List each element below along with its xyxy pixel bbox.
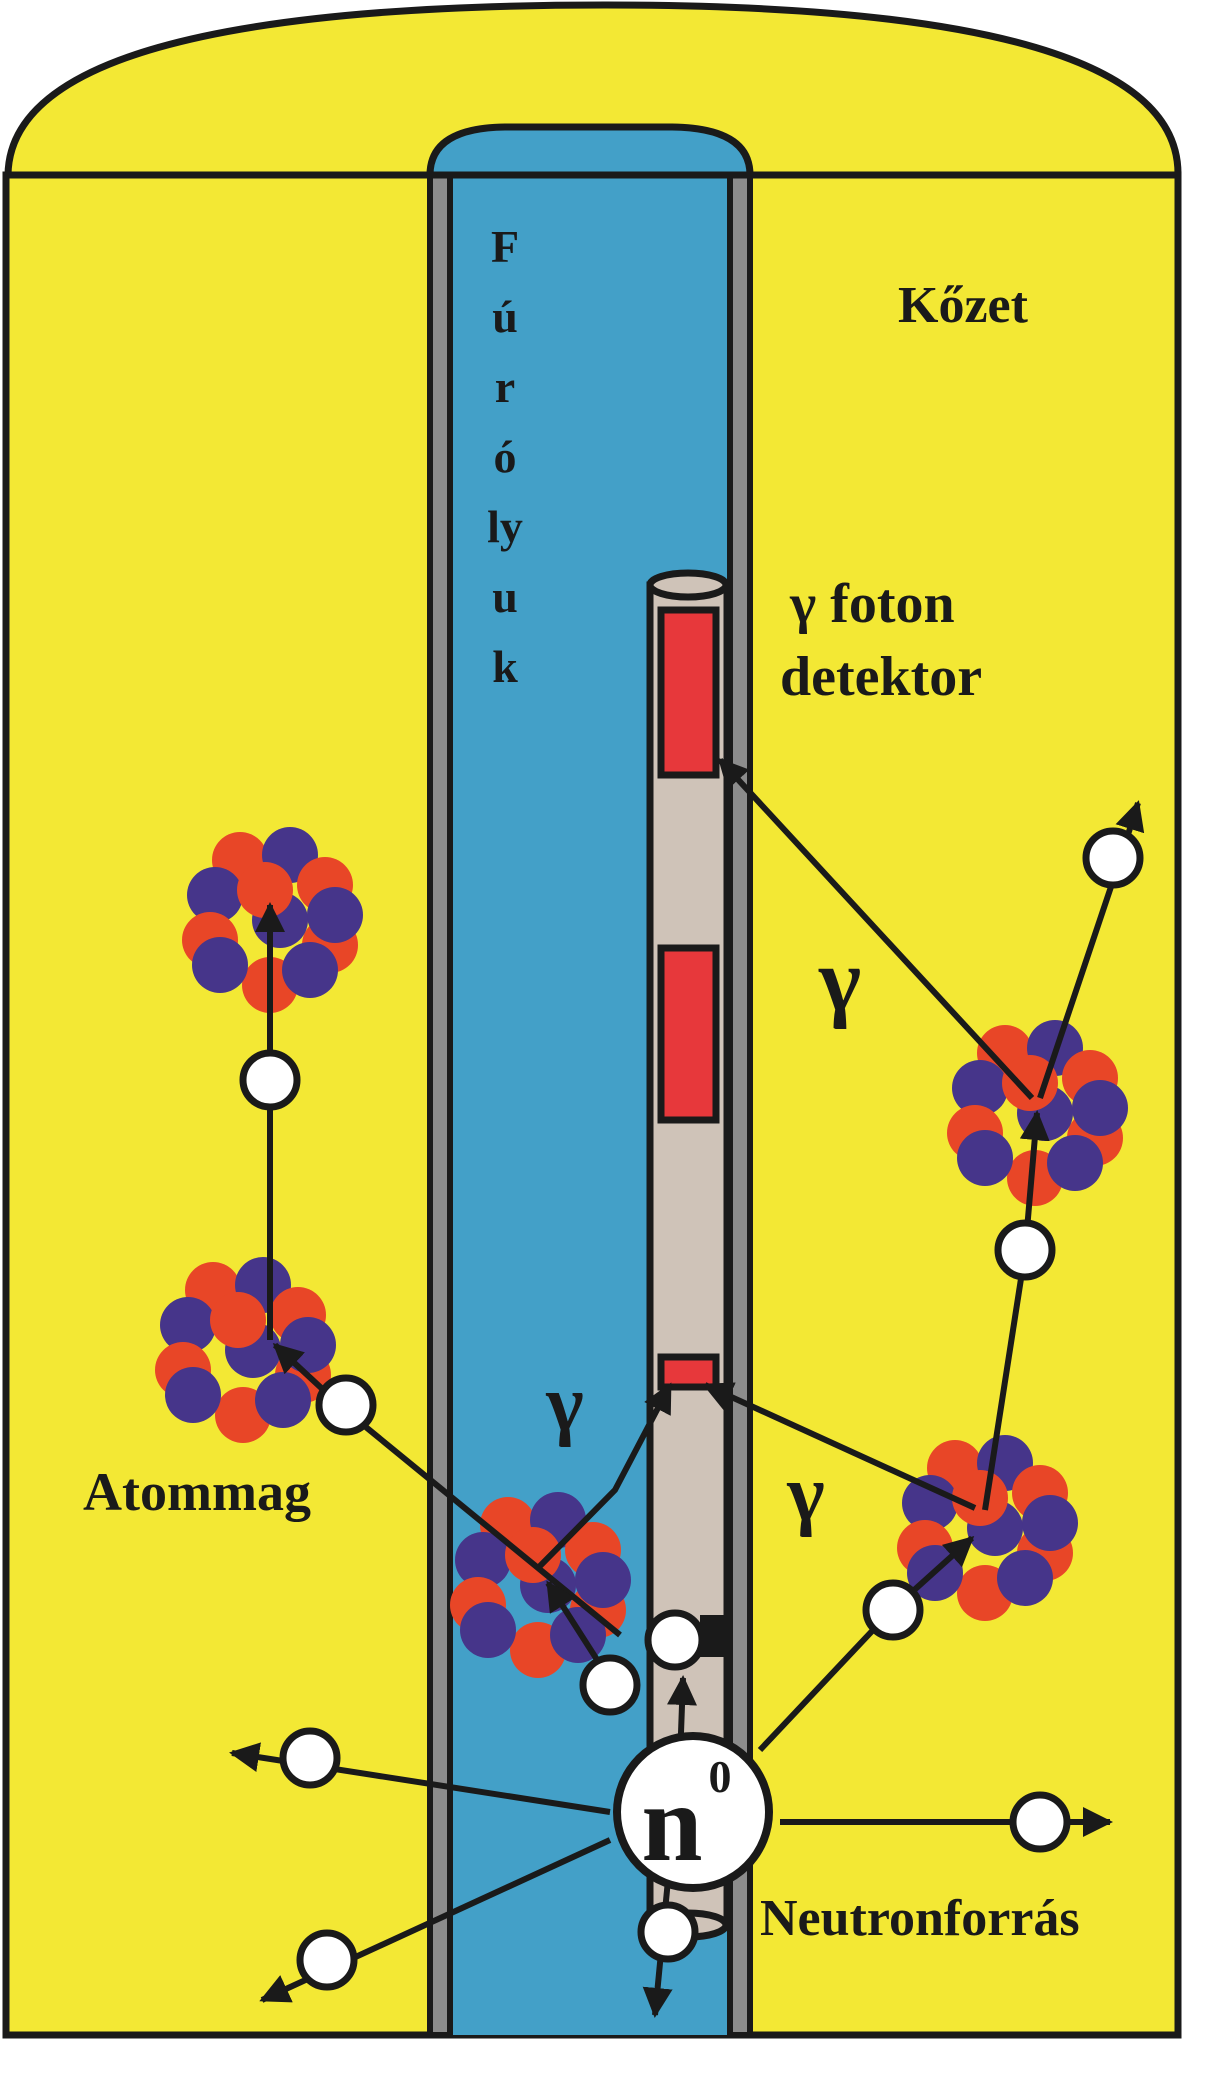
detector-crystal-lower — [657, 1353, 720, 1391]
atomic-nucleus — [947, 1020, 1128, 1206]
neutron-particle — [160, 1297, 216, 1353]
borehole-label-letter: F — [491, 221, 519, 272]
proton — [1002, 1055, 1058, 1111]
proton — [952, 1470, 1008, 1526]
borehole-label-letter: ly — [487, 501, 523, 552]
free-neutron — [579, 1654, 641, 1716]
gamma-ray-upper — [717, 757, 1035, 1101]
gamma-label-lower-left: γ — [545, 1360, 583, 1448]
free-neutron — [296, 1929, 358, 1991]
borehole-label-letter: ó — [494, 431, 517, 482]
detector-crystal-middle — [657, 944, 720, 1124]
borehole-label-letter: k — [492, 641, 518, 692]
free-neutron — [279, 1727, 341, 1789]
neutron-particle — [1047, 1135, 1103, 1191]
free-neutron — [239, 1049, 301, 1111]
free-neutron — [994, 1219, 1056, 1281]
neutron-particle — [997, 1550, 1053, 1606]
tool-body — [646, 581, 731, 1929]
neutron-source-circle — [613, 1732, 773, 1892]
neutron-particle — [575, 1552, 631, 1608]
neutron-particle — [192, 937, 248, 993]
neutron-path-right-top — [1037, 859, 1123, 1099]
gamma-label-upper: γ — [818, 931, 861, 1030]
tool-top-cap — [646, 569, 730, 601]
neutron-path-right-up — [982, 1252, 1028, 1511]
borehole-top — [426, 123, 754, 179]
rock-dome — [4, 1, 1182, 179]
neutron-path-right-1 — [757, 1609, 893, 1753]
detector-crystal-upper — [657, 606, 720, 779]
neutron-source-symbol: n — [641, 1762, 702, 1884]
free-neutron — [644, 1609, 706, 1671]
casing-left — [427, 172, 453, 2038]
neutron-particle — [455, 1532, 511, 1588]
neutron-source: n 0 — [613, 1732, 773, 1892]
neutron-particle — [957, 1130, 1013, 1186]
detector-label-line1: γ foton — [789, 573, 955, 635]
free-neutrons — [239, 827, 1144, 1991]
neutron-particle — [255, 1372, 311, 1428]
free-neutron — [637, 1901, 699, 1963]
nucleus-label: Atommag — [83, 1462, 311, 1522]
neutron-particle — [165, 1367, 221, 1423]
detector-label-line2: detektor — [780, 646, 982, 708]
neutron-particle — [187, 867, 243, 923]
borehole-label-letter: u — [492, 571, 518, 622]
atomic-nucleus — [897, 1435, 1078, 1621]
neutron-particle — [902, 1475, 958, 1531]
neutron-particle — [307, 887, 363, 943]
neutron-source-superscript: 0 — [709, 1751, 732, 1802]
rock-label: Kőzet — [898, 277, 1029, 334]
neutron-particle — [1072, 1080, 1128, 1136]
gamma-ray-lower-right — [702, 1382, 977, 1511]
proton — [237, 862, 293, 918]
neutron-particle — [282, 942, 338, 998]
borehole-label-letter: r — [495, 361, 515, 412]
labels: Kőzet F ú r ó ly u k γ foton detektor At… — [83, 221, 1080, 1947]
neutron-particle — [1022, 1495, 1078, 1551]
free-neutron — [1082, 827, 1144, 889]
neutron-particle — [280, 1317, 336, 1373]
proton — [505, 1527, 561, 1583]
neutron-particle — [460, 1602, 516, 1658]
free-neutron — [1009, 1791, 1071, 1853]
free-neutron — [862, 1579, 924, 1641]
gamma-ray-lower-left — [535, 1382, 673, 1571]
borehole-label-letter: ú — [492, 291, 518, 342]
gamma-label-lower-right: γ — [786, 1450, 824, 1538]
free-neutron — [315, 1374, 377, 1436]
proton — [210, 1292, 266, 1348]
neutron-particle — [952, 1060, 1008, 1116]
source-label: Neutronforrás — [760, 1890, 1080, 1947]
atomic-nucleus — [182, 827, 363, 1013]
